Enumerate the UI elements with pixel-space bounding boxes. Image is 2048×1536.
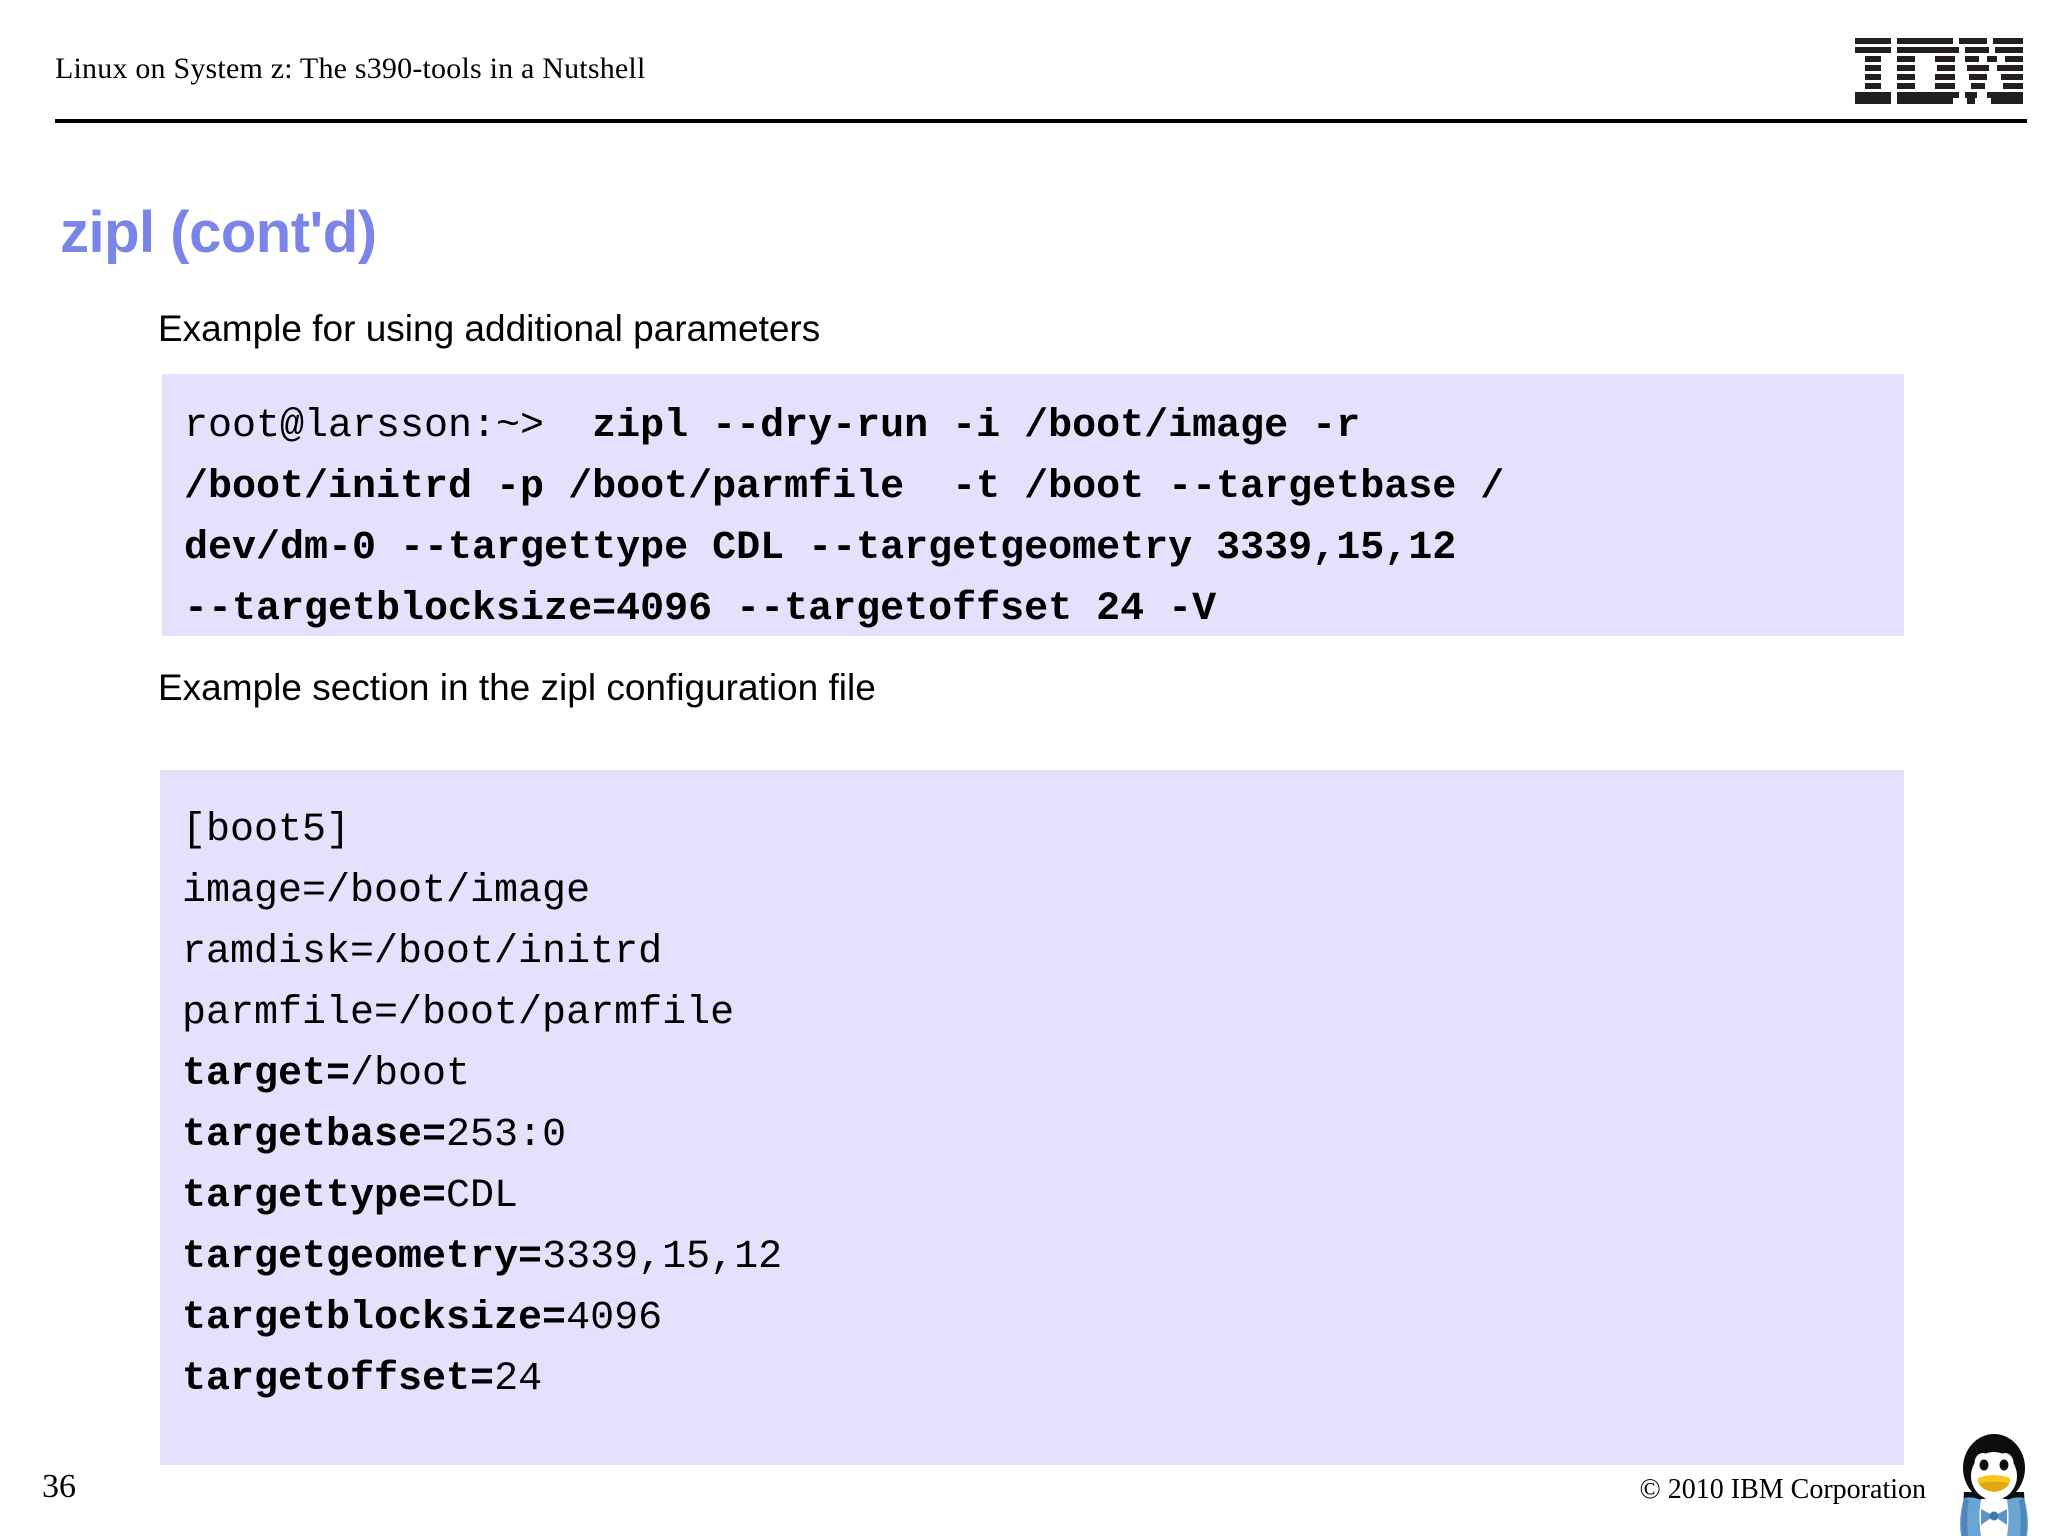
- code-line: targetoffset=24: [182, 1349, 1904, 1410]
- page-title: zipl (cont'd): [60, 199, 377, 265]
- code-span-bold: dev/dm-0 --targettype CDL --targetgeomet…: [184, 526, 1457, 571]
- label-example-config-section: Example section in the zipl configuratio…: [158, 667, 876, 708]
- code-span: ramdisk=/boot/initrd: [182, 930, 663, 975]
- header-divider: [55, 119, 2027, 123]
- code-span: 4096: [566, 1296, 663, 1341]
- code-span: [boot5]: [182, 808, 351, 853]
- ibm-logo-icon: [1855, 38, 2023, 104]
- label-example-parameters: Example for using additional parameters: [158, 308, 821, 349]
- code-line: --targetblocksize=4096 --targetoffset 24…: [184, 579, 1904, 640]
- code-span: CDL: [446, 1174, 519, 1219]
- code-block-config: [boot5] image=/boot/image ramdisk=/boot/in…: [160, 770, 1904, 1465]
- code-span-bold: /boot/initrd -p /boot/parmfile -t /boot …: [184, 465, 1505, 510]
- code-line: [boot5]: [182, 800, 1904, 861]
- code-span: 253:0: [446, 1113, 567, 1158]
- page-number: 36: [42, 1468, 76, 1505]
- code-span-bold: targetbase=: [182, 1113, 447, 1158]
- code-span-bold: target=: [182, 1052, 351, 1097]
- code-line: image=/boot/image: [182, 861, 1904, 922]
- code-span: image=/boot/image: [182, 869, 591, 914]
- slide-header: Linux on System z: The s390-tools in a N…: [0, 0, 2048, 130]
- code-span: 3339,15,12: [542, 1235, 783, 1280]
- code-span-bold: targetgeometry=: [182, 1235, 543, 1280]
- header-title: Linux on System z: The s390-tools in a N…: [55, 52, 646, 85]
- copyright-notice: © 2010 IBM Corporation: [1639, 1474, 1926, 1505]
- tux-penguin-icon: [1960, 1434, 2028, 1536]
- code-span-bold: targetblocksize=: [182, 1296, 567, 1341]
- code-line: root@larsson:~> zipl --dry-run -i /boot/…: [184, 396, 1904, 457]
- code-span: parmfile=/boot/parmfile: [182, 991, 735, 1036]
- code-block-command: root@larsson:~> zipl --dry-run -i /boot/…: [162, 374, 1904, 636]
- code-line: dev/dm-0 --targettype CDL --targetgeomet…: [184, 518, 1904, 579]
- code-span-bold: targetoffset=: [182, 1357, 495, 1402]
- code-span: 24: [494, 1357, 543, 1402]
- code-span: root@larsson:~>: [184, 404, 569, 449]
- code-line: targetbase=253:0: [182, 1105, 1904, 1166]
- code-line: parmfile=/boot/parmfile: [182, 983, 1904, 1044]
- code-span-bold: targettype=: [182, 1174, 447, 1219]
- code-line: targetgeometry=3339,15,12: [182, 1227, 1904, 1288]
- code-line: ramdisk=/boot/initrd: [182, 922, 1904, 983]
- code-line: target=/boot: [182, 1044, 1904, 1105]
- code-span-bold: zipl --dry-run -i /boot/image -r: [568, 404, 1361, 449]
- code-span-bold: --targetblocksize=4096 --targetoffset 24…: [184, 587, 1217, 632]
- code-span: /boot: [350, 1052, 471, 1097]
- code-line: /boot/initrd -p /boot/parmfile -t /boot …: [184, 457, 1904, 518]
- code-line: targettype=CDL: [182, 1166, 1904, 1227]
- code-line: targetblocksize=4096: [182, 1288, 1904, 1349]
